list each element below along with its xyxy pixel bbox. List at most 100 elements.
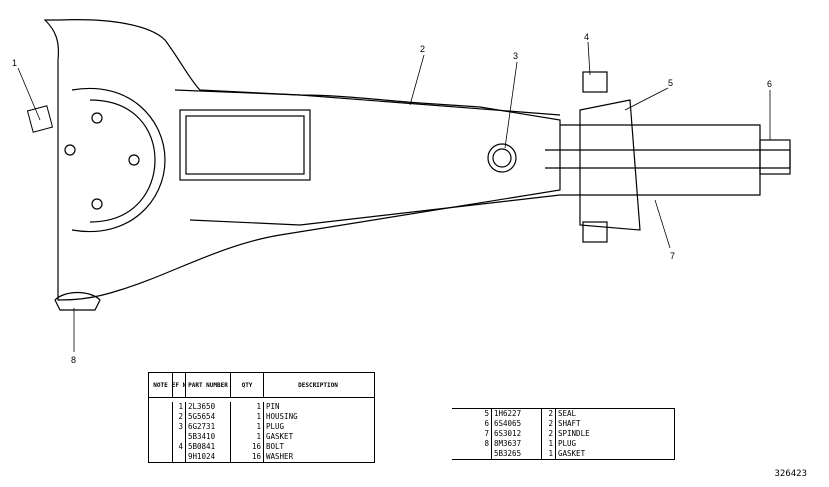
desc-cell: SPINDLE — [558, 429, 590, 438]
qty-cell: 1 — [542, 449, 556, 459]
qty-cell: 1 — [231, 422, 264, 432]
part-cell: 5G5654 — [186, 412, 231, 422]
part-cell: 9H1024 — [186, 452, 231, 462]
qty-cell: 1 — [231, 412, 264, 422]
spindle — [560, 124, 761, 196]
ref-cell — [173, 452, 186, 462]
header-description: DESCRIPTION — [298, 381, 338, 389]
table-row: 4 5B0841 16 BOLT — [149, 442, 374, 452]
qty-cell: 16 — [231, 442, 264, 452]
arm-upper-edge — [174, 89, 561, 116]
shaft-spline — [759, 139, 791, 175]
callout-4: 4 — [584, 32, 589, 42]
ref-cell: 5 — [476, 409, 492, 419]
bolt-top — [582, 71, 608, 93]
table-row: 5B3265 1 GASKET — [452, 449, 674, 459]
leader-3 — [504, 61, 518, 149]
callout-2: 2 — [420, 44, 425, 54]
figure-id: 326423 — [774, 469, 807, 479]
desc-cell: BOLT — [266, 442, 285, 451]
header-note: NOTE — [149, 373, 173, 397]
part-cell: 5B3265 — [492, 449, 542, 459]
part-cell: 8M3637 — [492, 439, 542, 449]
leader-7 — [654, 199, 671, 249]
desc-cell: PLUG — [558, 439, 577, 448]
flange-hole — [91, 112, 103, 124]
part-cell: 6S3012 — [492, 429, 542, 439]
callout-5: 5 — [668, 78, 673, 88]
note-cell — [149, 422, 173, 432]
callout-7: 7 — [670, 251, 675, 261]
leader-1 — [17, 67, 41, 121]
table-row: 3 6G2731 1 PLUG — [149, 422, 374, 432]
inner-ring — [89, 99, 156, 223]
plug-8 — [54, 291, 101, 311]
desc-cell: GASKET — [558, 449, 586, 458]
header-qty: QTY — [231, 373, 264, 397]
table-row: 5B3410 1 GASKET — [149, 432, 374, 442]
seal — [579, 99, 641, 231]
qty-cell: 1 — [231, 432, 264, 442]
part-cell: 6S4065 — [492, 419, 542, 429]
arm-lower-edge — [189, 194, 561, 226]
part-cell: 1H6227 — [492, 409, 542, 419]
bolt-bottom — [582, 221, 608, 243]
flange-hole — [64, 144, 76, 156]
qty-cell: 1 — [231, 402, 264, 412]
callout-6: 6 — [767, 79, 772, 89]
ref-cell — [173, 432, 186, 442]
note-cell — [149, 402, 173, 412]
parts-table-left: NOTE REF NO PART NUMBER QTY DESCRIPTION … — [148, 372, 375, 463]
desc-cell: PLUG — [266, 422, 285, 431]
callout-8: 8 — [71, 355, 76, 365]
note-cell — [149, 442, 173, 452]
callout-3: 3 — [513, 51, 518, 61]
pin-1 — [26, 105, 54, 133]
desc-cell: SEAL — [558, 409, 577, 418]
header-part-number: PART NUMBER — [186, 373, 231, 397]
plug-3-inner — [492, 148, 512, 168]
part-cell: 5B3410 — [186, 432, 231, 442]
leader-5 — [624, 87, 669, 111]
desc-cell: HOUSING — [266, 412, 298, 421]
ref-cell: 1 — [173, 402, 186, 412]
ref-cell: 4 — [173, 442, 186, 452]
callout-1: 1 — [12, 58, 17, 68]
table-row: 7 6S3012 2 SPINDLE — [452, 429, 674, 439]
part-cell: 6G2731 — [186, 422, 231, 432]
table-row: 8 8M3637 1 PLUG — [452, 439, 674, 449]
table-row: 1 2L3650 1 PIN — [149, 402, 374, 412]
flange-hole — [128, 154, 140, 166]
parts-table-header: NOTE REF NO PART NUMBER QTY DESCRIPTION — [149, 373, 374, 398]
note-cell — [149, 452, 173, 462]
ref-cell: 2 — [173, 412, 186, 422]
housing-pocket — [179, 109, 311, 181]
qty-cell: 2 — [542, 409, 556, 419]
ref-cell: 8 — [476, 439, 492, 449]
ref-cell: 3 — [173, 422, 186, 432]
ref-cell: 6 — [476, 419, 492, 429]
table-row: 6 6S4065 2 SHAFT — [452, 419, 674, 429]
leader-2 — [409, 54, 425, 106]
flange-ring — [71, 87, 166, 233]
parts-table-right: 5 1H6227 2 SEAL 6 6S4065 2 SHAFT 7 6S301… — [452, 408, 675, 460]
housing-pocket-inner — [185, 115, 305, 175]
flange-hole — [91, 198, 103, 210]
qty-cell: 2 — [542, 419, 556, 429]
part-cell: 2L3650 — [186, 402, 231, 412]
qty-cell: 2 — [542, 429, 556, 439]
leader-4 — [587, 41, 591, 76]
housing-outline — [43, 19, 561, 301]
qty-cell: 16 — [231, 452, 264, 462]
ref-cell: 7 — [476, 429, 492, 439]
qty-cell: 1 — [542, 439, 556, 449]
header-ref-no: REF NO — [173, 373, 186, 397]
note-cell — [149, 432, 173, 442]
desc-cell: WASHER — [266, 452, 294, 461]
desc-cell: GASKET — [266, 432, 294, 441]
table-row: 2 5G5654 1 HOUSING — [149, 412, 374, 422]
shaft — [545, 149, 791, 169]
desc-cell: PIN — [266, 402, 280, 411]
note-cell — [149, 412, 173, 422]
